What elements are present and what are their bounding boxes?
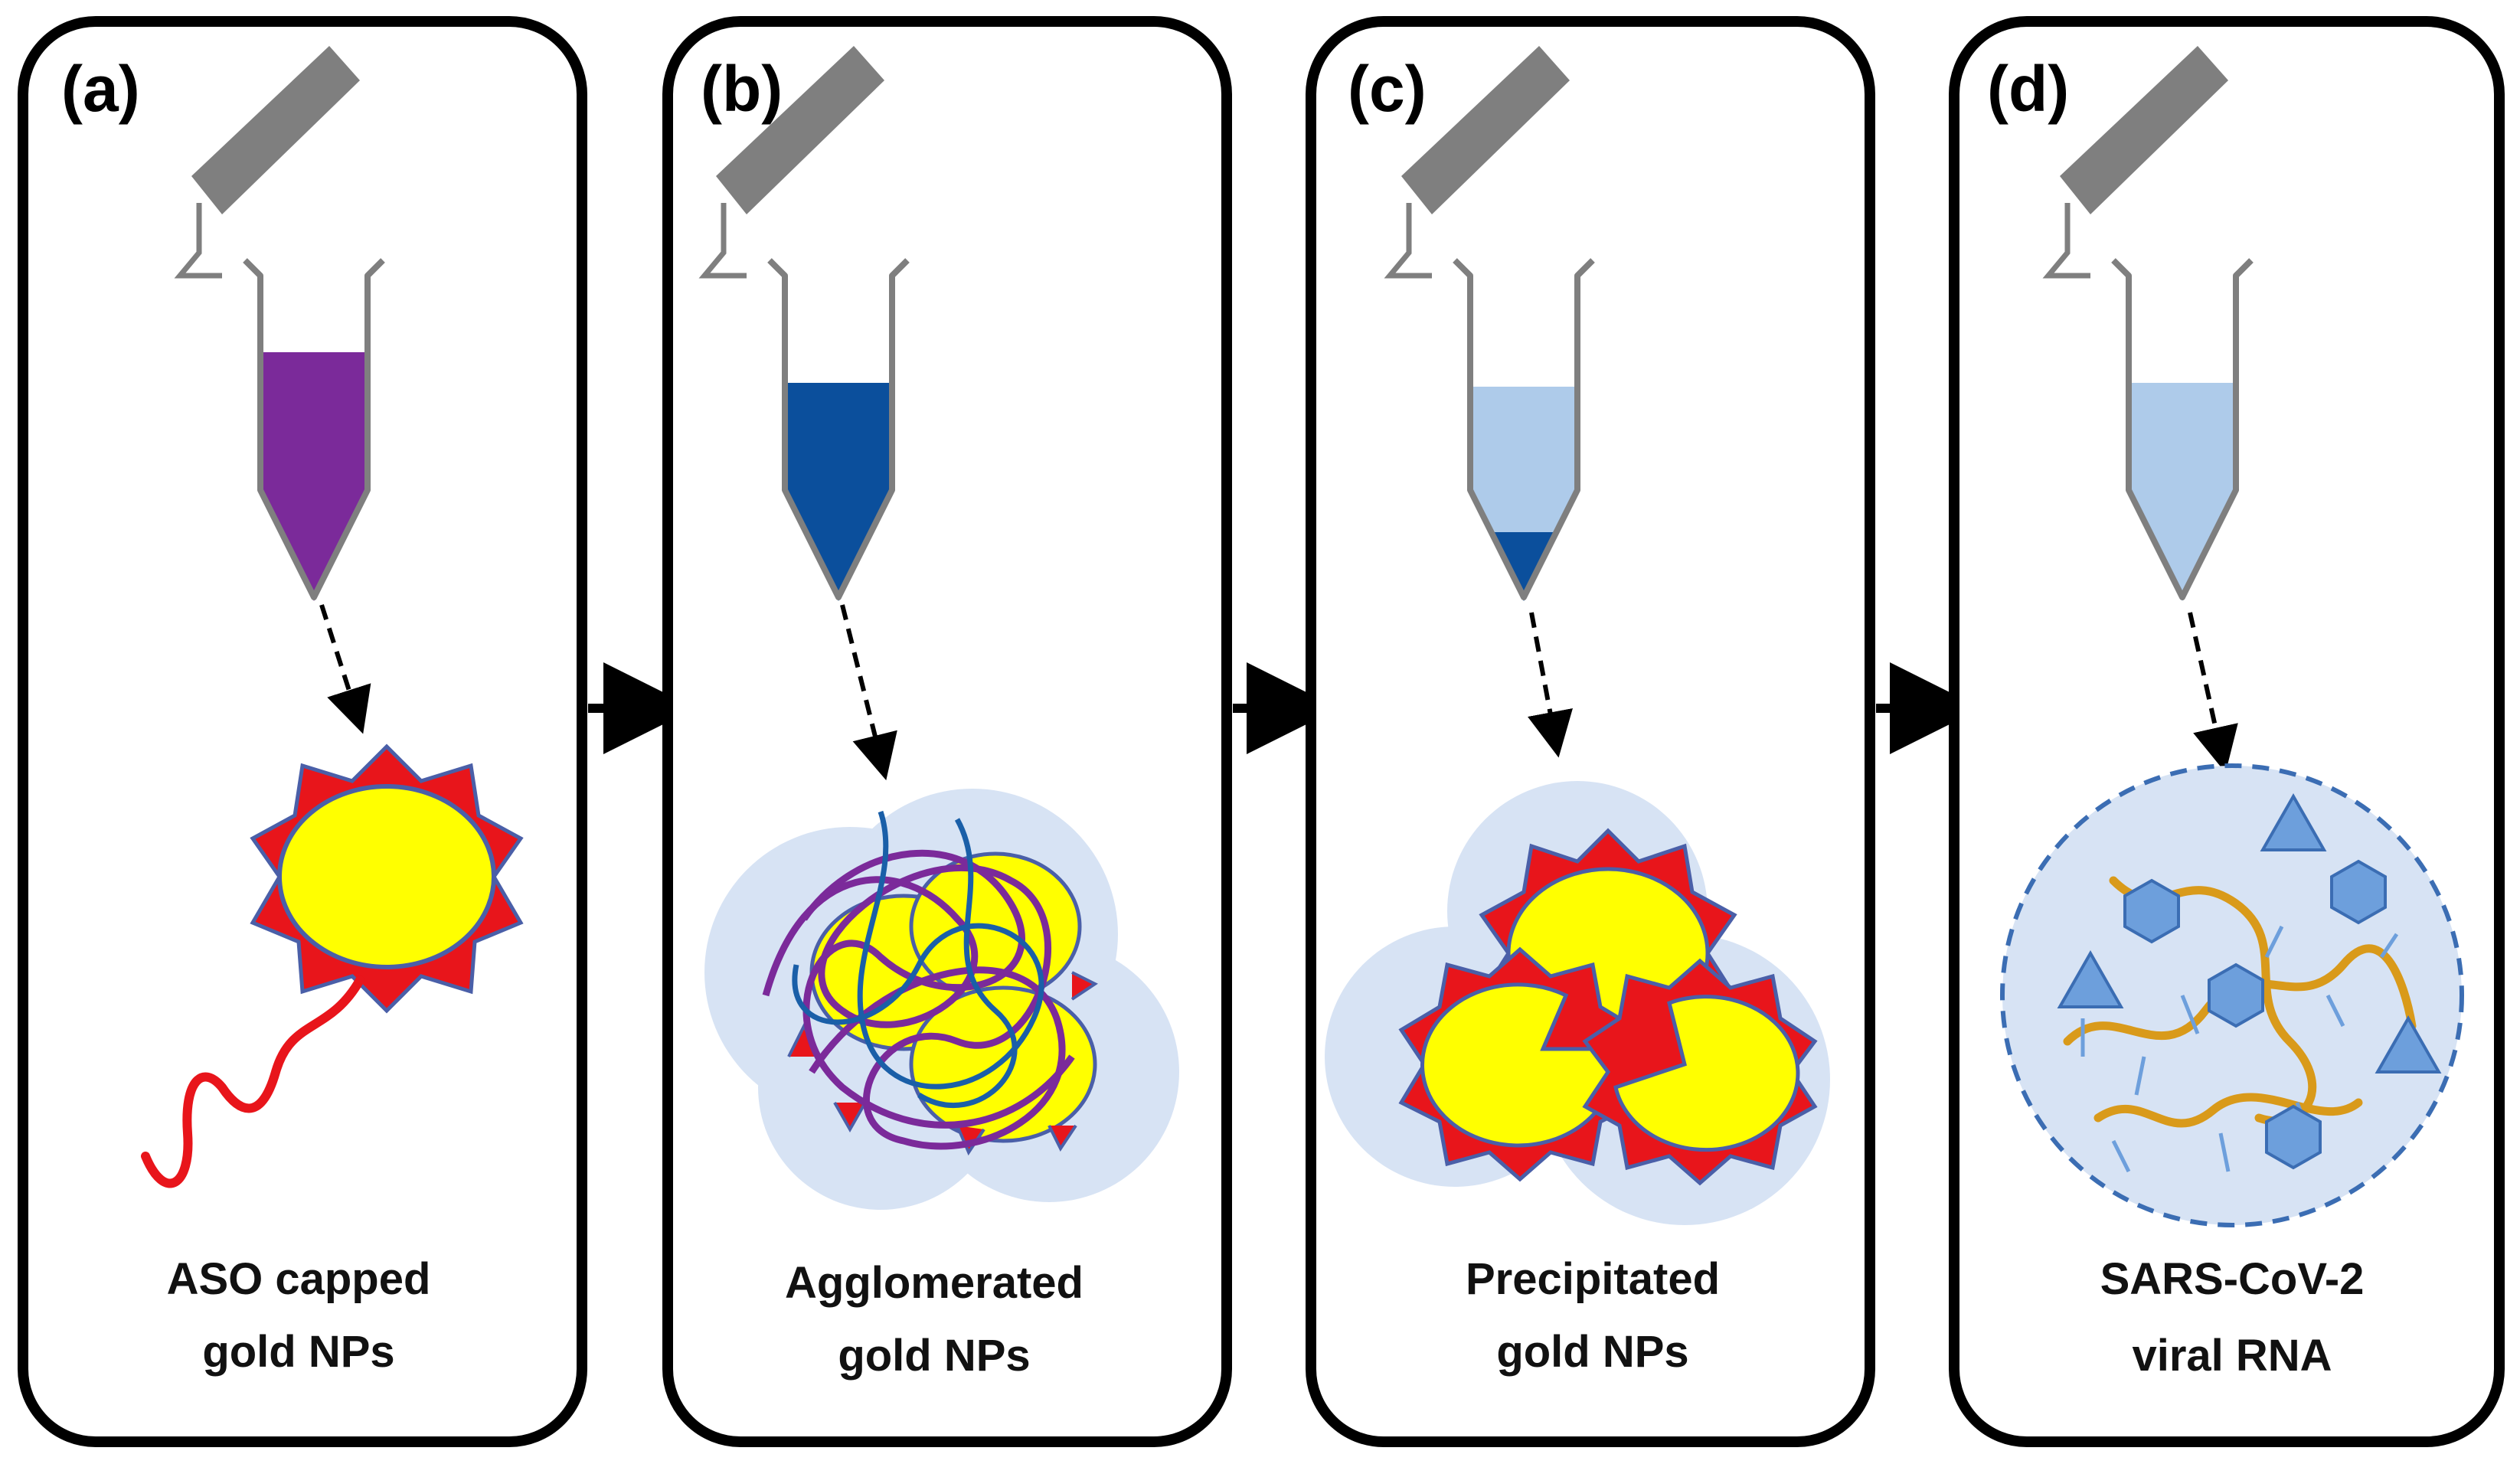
panel-frame (1306, 16, 1875, 1447)
panel-letter: (b) (701, 53, 783, 125)
agglomerate-icon (704, 789, 1179, 1210)
panel-frame (1949, 16, 2505, 1447)
microcentrifuge-tube-icon (1384, 46, 1593, 601)
panel-letter: (a) (61, 53, 140, 125)
caption-line-1: Precipitated (1466, 1254, 1720, 1304)
caption-line-1: Agglomerated (785, 1258, 1084, 1308)
panel-frame (18, 16, 587, 1447)
panel-b: (b) Agglomerated gold NPs (662, 16, 1232, 1447)
aso-strand (141, 975, 364, 1188)
caption-line-2: viral RNA (2132, 1331, 2332, 1381)
panel-c: (c) Precipitated (1306, 16, 1875, 1447)
microcentrifuge-tube-icon (2042, 46, 2251, 601)
panel-a: (a) ASO capped gold NPs (18, 16, 587, 1447)
precipitate-icon (1325, 781, 1830, 1225)
panel-letter: (c) (1348, 53, 1427, 125)
panel-d: (d) (1949, 16, 2505, 1447)
caption-line-2: gold NPs (838, 1331, 1030, 1381)
microcentrifuge-tube-icon (698, 46, 907, 601)
microcentrifuge-tube-icon (174, 46, 383, 601)
caption-line-2: gold NPs (1496, 1327, 1688, 1377)
caption-line-2: gold NPs (202, 1327, 394, 1377)
caption-line-1: ASO capped (167, 1254, 431, 1304)
flow-arrow-icon (840, 604, 897, 781)
panel-letter: (d) (1987, 53, 2069, 125)
caption-line-1: SARS-CoV-2 (2100, 1254, 2365, 1304)
panel-frame (662, 16, 1232, 1447)
viral-rna-icon (2000, 763, 2464, 1227)
gold-nanoparticle-icon (250, 743, 524, 1014)
flow-arrow-icon (1527, 612, 1573, 758)
flow-arrow-icon (319, 604, 371, 734)
